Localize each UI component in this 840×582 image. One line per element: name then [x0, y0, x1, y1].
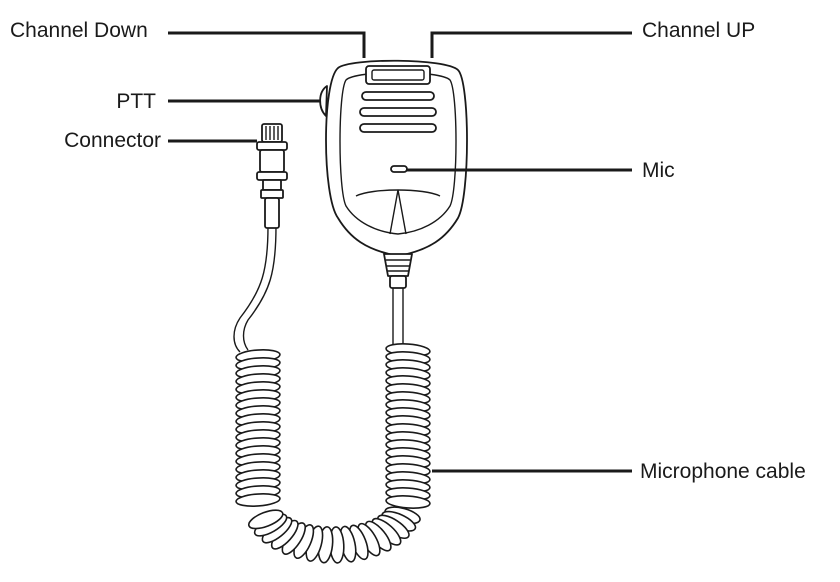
- microphone-body: [319, 59, 468, 289]
- channel-down-label: Channel Down: [10, 19, 148, 42]
- coil-loop: [385, 495, 431, 509]
- connector-label: Connector: [64, 129, 161, 152]
- microphone-cable-coil: [233, 225, 431, 564]
- ptt-label: PTT: [116, 90, 156, 113]
- connector: [256, 123, 288, 229]
- channel-up-leader: [430, 31, 632, 58]
- coil-loop: [235, 493, 281, 507]
- mic-hole: [390, 165, 408, 173]
- microphone-cable-label: Microphone cable: [640, 460, 806, 483]
- mic-label: Mic: [642, 159, 675, 182]
- channel-down-leader: [168, 31, 366, 58]
- labels: Channel Down Channel UP PTT Connector Mi…: [10, 19, 806, 483]
- leader-lines: [168, 31, 632, 473]
- channel-up-label: Channel UP: [642, 19, 755, 42]
- coil-loop: [247, 509, 284, 530]
